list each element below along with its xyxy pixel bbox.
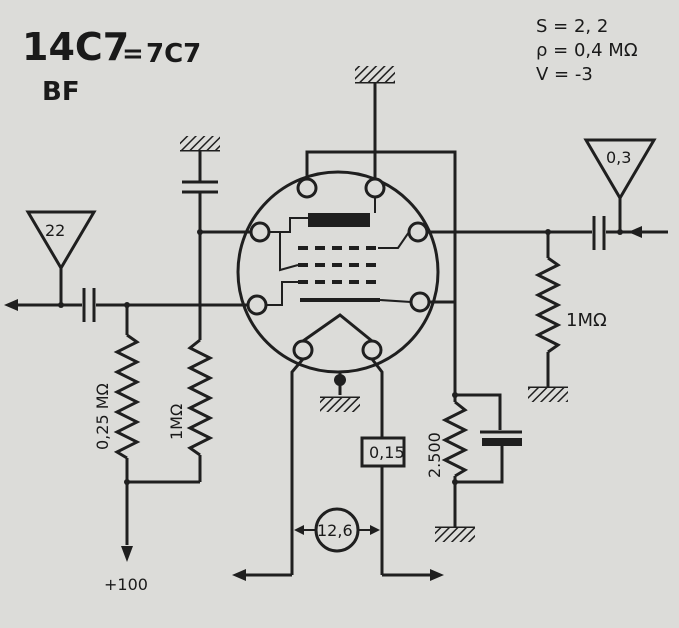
param-v: V = -3	[536, 64, 593, 85]
param-s: S = 2, 2	[536, 16, 608, 37]
heater-voltage-marker: 12,6	[294, 507, 380, 553]
heater-current-box: 0,15	[360, 436, 406, 468]
pin-1	[296, 177, 318, 199]
cathode-resistor-value: 2.500	[425, 432, 444, 478]
heater-lead-left	[290, 358, 305, 575]
ground-symbol-grid	[528, 388, 568, 402]
plate-electrode	[308, 213, 370, 227]
pin-4	[407, 221, 429, 243]
tube-envelope	[236, 170, 440, 374]
input-level-marker: 22	[25, 210, 97, 305]
tube-equivalent: 7C7	[146, 39, 201, 69]
pin-7	[292, 339, 314, 361]
tube-model: 14C7	[22, 25, 129, 69]
ground-symbol-screen	[180, 136, 220, 150]
tube-function: BF	[42, 77, 80, 107]
pin-6	[409, 291, 431, 313]
pin-3	[249, 221, 271, 243]
pin-8	[361, 339, 383, 361]
output-line	[548, 216, 668, 250]
input-line	[4, 288, 248, 322]
plate-load-value: 0,25 MΩ	[93, 383, 112, 450]
grid-resistor-value: 1MΩ	[566, 310, 607, 331]
screen-resistor: 1MΩ	[124, 195, 214, 485]
output-level-value: 0,3	[606, 148, 631, 167]
heater-lead-right	[370, 358, 384, 575]
heater-voltage-value: 12,6	[317, 521, 353, 540]
cathode-wire	[305, 150, 457, 395]
ground-symbol-cathode	[435, 528, 475, 542]
supply-voltage: +100	[104, 575, 148, 594]
cathode-resistor: 2.500	[425, 392, 475, 542]
heater-current-value: 0,15	[369, 443, 405, 462]
cathode-bypass-capacitor	[452, 393, 522, 485]
screen-resistor-value: 1MΩ	[167, 404, 186, 440]
param-p: ρ = 0,4 MΩ	[536, 40, 638, 61]
pin-2	[364, 177, 386, 199]
equiv-sign: =	[122, 39, 144, 69]
grid-resistor: 1MΩ	[528, 232, 607, 402]
ground-symbol-heater	[320, 372, 360, 412]
plate-load-resistor: 0,25 MΩ	[93, 305, 141, 562]
input-level-value: 22	[45, 221, 65, 240]
ground-symbol-top	[355, 66, 395, 179]
screen-bypass-capacitor	[180, 136, 220, 195]
heater	[302, 313, 373, 343]
pin-5	[246, 294, 268, 316]
output-level-marker: 0,3	[583, 138, 657, 232]
